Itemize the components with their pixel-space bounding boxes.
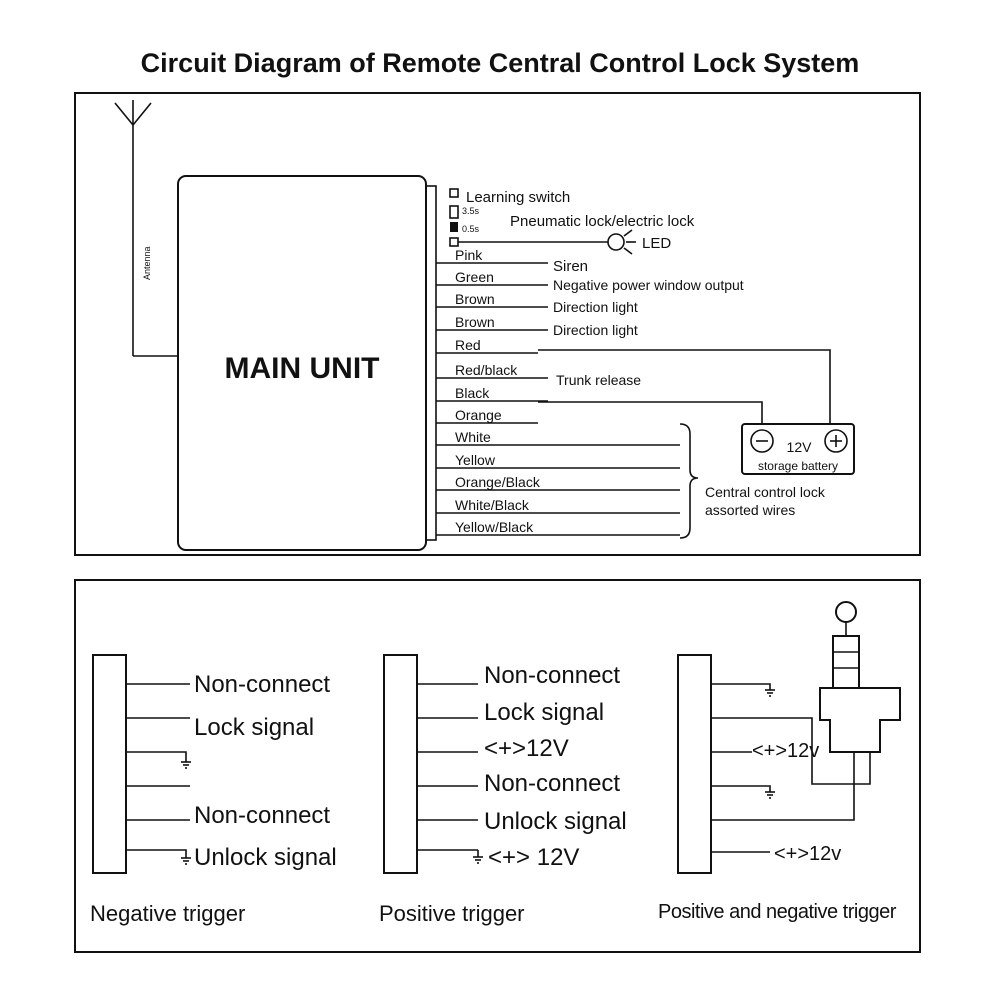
antenna-label: Antenna	[142, 246, 152, 280]
pneumatic-lock-label: Pneumatic lock/electric lock	[510, 213, 695, 230]
learning-switch-label: Learning switch	[466, 189, 570, 206]
neg-label-nonconnect-1: Non-connect	[194, 671, 330, 698]
posneg-trigger-wires	[711, 683, 871, 853]
main-unit-connector	[425, 185, 437, 541]
pos-label-nonconnect-2: Non-connect	[484, 770, 620, 797]
pos-label-lock: Lock signal	[484, 699, 604, 726]
positive-trigger-connector	[383, 654, 418, 874]
posneg-trigger-connector	[677, 654, 712, 874]
wire-label: White	[455, 429, 491, 445]
diagram-title: Circuit Diagram of Remote Central Contro…	[141, 48, 860, 78]
wire-label: Yellow	[455, 452, 496, 468]
storage-battery	[741, 423, 855, 475]
positive-trigger-caption: Positive trigger	[379, 901, 525, 926]
red-to-battery-wire	[538, 349, 831, 424]
wire-label: Brown	[455, 291, 495, 307]
negative-trigger-wires	[126, 683, 190, 858]
jumper-05-icon	[450, 222, 458, 232]
ground-icon	[473, 850, 483, 864]
led-label: LED	[642, 235, 671, 252]
bottom-panel-frame	[74, 579, 921, 953]
posneg-label-12v-2: <+>12v	[774, 843, 841, 865]
siren-label: Siren	[553, 258, 588, 275]
lock-actuator-icon	[819, 601, 901, 753]
ground-icon	[181, 761, 191, 769]
central-lock-label-1: Central control lock	[705, 484, 826, 500]
direction-light-label-2: Direction light	[553, 322, 638, 338]
led-connector	[449, 237, 459, 247]
direction-light-label-1: Direction light	[553, 299, 638, 315]
neg-label-unlock: Unlock signal	[194, 844, 337, 871]
positive-trigger-wires	[417, 683, 478, 851]
trunk-release-label: Trunk release	[556, 372, 641, 388]
wire-label: White/Black	[455, 497, 530, 513]
wire-harness: PinkGreenBrownBrownRedRed/blackBlackOran…	[436, 247, 680, 536]
time-05-label: 0.5s	[462, 224, 480, 234]
negative-trigger-caption: Negative trigger	[90, 901, 245, 926]
wire-label: Pink	[455, 247, 483, 263]
wire-label: Red	[455, 337, 481, 353]
main-unit-label: MAIN UNIT	[225, 352, 380, 385]
negative-trigger-connector	[92, 654, 127, 874]
central-lock-label-2: assorted wires	[705, 502, 795, 518]
wire-label: Brown	[455, 314, 495, 330]
led-icon	[607, 229, 636, 255]
posneg-label-12v-1: <+>12v	[752, 740, 819, 762]
central-lock-bracket	[679, 423, 699, 539]
battery-voltage: 12V	[787, 439, 813, 455]
wire-label: Black	[455, 385, 490, 401]
window-output-label: Negative power window output	[553, 277, 744, 293]
wire-label: Yellow/Black	[455, 519, 534, 535]
wire-label: Green	[455, 269, 494, 285]
battery-minus-icon	[750, 429, 774, 453]
wire-label: Orange/Black	[455, 474, 541, 490]
pos-label-nonconnect-1: Non-connect	[484, 662, 620, 689]
orange-to-battery-wire	[538, 401, 763, 424]
posneg-trigger-caption: Positive and negative trigger	[658, 901, 897, 923]
time-35-label: 3.5s	[462, 206, 480, 216]
ground-icon	[765, 689, 775, 697]
ground-icon	[181, 857, 191, 865]
pos-label-12v-2: <+> 12V	[488, 844, 579, 871]
wire-label: Orange	[455, 407, 502, 423]
antenna-icon	[114, 100, 178, 357]
jumper-35-icon	[449, 205, 459, 219]
neg-label-lock: Lock signal	[194, 714, 314, 741]
top-panel-frame	[74, 92, 921, 556]
wire-label: Red/black	[455, 362, 518, 378]
ground-icon	[765, 791, 775, 799]
battery-label: storage battery	[758, 459, 838, 473]
pos-label-12v: <+>12V	[484, 735, 569, 762]
neg-label-nonconnect-2: Non-connect	[194, 802, 330, 829]
pos-label-unlock: Unlock signal	[484, 808, 627, 835]
learning-switch-icon	[449, 188, 459, 198]
battery-plus-icon	[824, 429, 848, 453]
